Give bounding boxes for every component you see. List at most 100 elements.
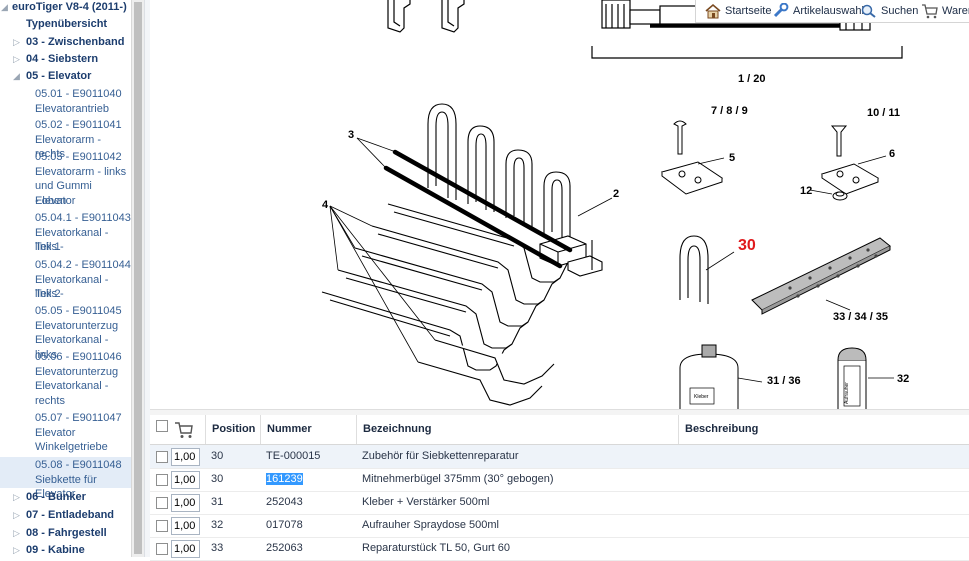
cart-button[interactable]: Warenk xyxy=(921,2,969,20)
tree-item-label: 04 - Siebstern xyxy=(26,53,99,65)
row-checkbox[interactable] xyxy=(156,474,168,486)
column-header-position[interactable]: Position xyxy=(205,415,263,444)
top-toolbar: Startseite Artikelauswahl Suchen Warenk xyxy=(695,0,969,23)
expanded-arrow-icon[interactable]: ◢ xyxy=(1,2,8,12)
tree-item-title: - oben xyxy=(35,194,67,207)
table-row[interactable]: 1,00 32 017078 Aufrauher Spraydose 500ml xyxy=(150,514,969,538)
home-button[interactable]: Startseite xyxy=(704,2,771,20)
bolt-and-plate-drawing xyxy=(660,120,724,195)
callout-4[interactable]: 4 xyxy=(322,199,329,211)
callout-31-36[interactable]: 31 / 36 xyxy=(767,375,801,387)
tree-item-title: Elevatorantrieb xyxy=(35,102,109,115)
collapsed-arrow-icon[interactable]: ▷ xyxy=(13,510,20,520)
cell-nummer: TE-000015 xyxy=(266,450,321,462)
glue-can-label: Kleber xyxy=(694,394,709,400)
column-header-beschreibung[interactable]: Beschreibung xyxy=(678,415,969,444)
table-row[interactable]: 1,00 30 TE-000015 Zubehör für Siebketten… xyxy=(150,445,969,469)
tree-item-label: 09 - Kabine xyxy=(26,544,85,556)
tree-item-05-04-2[interactable]: 05.04.2 - E9011044 Elevatorkanal - links… xyxy=(0,258,131,303)
quantity-input[interactable]: 1,00 xyxy=(171,471,200,489)
tree-item-05-04-1[interactable]: 05.04.1 - E9011043 Elevatorkanal - links… xyxy=(0,211,131,256)
table-row[interactable]: 1,00 30 161239 Mitnehmerbügel 375mm (30°… xyxy=(150,468,969,492)
collapsed-arrow-icon[interactable]: ▷ xyxy=(13,54,20,64)
quantity-input[interactable]: 1,00 xyxy=(171,448,200,466)
tree-root-label: euroTiger V8-4 (2011-) xyxy=(12,1,127,13)
tree-item-05-05[interactable]: 05.05 - E9011045 Elevatorunterzug Elevat… xyxy=(0,304,131,361)
tree-scrollbar-thumb[interactable] xyxy=(134,2,142,554)
article-selection-button[interactable]: Artikelauswahl xyxy=(772,2,864,20)
search-button[interactable]: Suchen xyxy=(860,2,918,20)
cell-nummer: 017078 xyxy=(266,519,303,531)
column-header-nummer[interactable]: Nummer xyxy=(260,415,356,444)
collapsed-arrow-icon[interactable]: ▷ xyxy=(13,545,20,555)
cell-nummer: 252063 xyxy=(266,542,303,554)
tree-item-code: 05.03 - E9011042 xyxy=(35,151,122,163)
callout-30-highlighted[interactable]: 30 xyxy=(738,237,756,254)
tree-item-code: 05.08 - E9011048 xyxy=(35,459,122,471)
row-checkbox[interactable] xyxy=(156,451,168,463)
callout-5[interactable]: 5 xyxy=(729,152,735,164)
callout-7-8-9[interactable]: 7 / 8 / 9 xyxy=(711,105,748,117)
parts-drawing: 1 / 20 xyxy=(321,0,909,410)
callout-6[interactable]: 6 xyxy=(889,148,895,160)
callout-1-20[interactable]: 1 / 20 xyxy=(738,73,766,85)
tree-scrollbar[interactable] xyxy=(131,0,144,557)
callout-10-11[interactable]: 10 / 11 xyxy=(867,107,900,119)
cell-beschreibung xyxy=(678,514,684,537)
callout-33-34-35[interactable]: 33 / 34 / 35 xyxy=(833,311,888,323)
tree-item-title: Siebkette für Elevator xyxy=(35,473,97,501)
tree-item-05-08[interactable]: 05.08 - E9011048 Siebkette für Elevator xyxy=(0,457,131,500)
quantity-input[interactable]: 1,00 xyxy=(171,540,200,558)
parts-table: Position Nummer Bezeichnung Beschreibung… xyxy=(150,415,969,561)
callout-32[interactable]: 32 xyxy=(897,373,909,385)
tree-item-code: 05.02 - E9011041 xyxy=(35,119,122,131)
expanded-arrow-icon[interactable]: ◢ xyxy=(13,71,20,81)
exploded-drawing-view[interactable]: 1 / 20 xyxy=(150,0,969,410)
tree-item-title: Elevatorkanal - xyxy=(35,380,109,393)
table-header: Position Nummer Bezeichnung Beschreibung xyxy=(150,415,969,445)
tree-item-code: 05.06 - E9011046 xyxy=(35,351,122,363)
cell-position: 30 xyxy=(211,473,224,485)
select-all-checkbox[interactable] xyxy=(156,420,168,432)
callout-2[interactable]: 2 xyxy=(613,188,619,200)
tree-item-05-07[interactable]: 05.07 - E9011047 Elevator Winkelgetriebe xyxy=(0,411,131,456)
table-row[interactable]: 1,00 31 252043 Kleber + Verstärker 500ml xyxy=(150,491,969,515)
tree-item-05-02[interactable]: 05.02 - E9011041 Elevatorarm - rechts xyxy=(0,118,131,160)
tree-item-05-01[interactable]: 05.01 - E9011040 Elevatorantrieb xyxy=(0,87,131,117)
cell-bezeichnung: Mitnehmerbügel 375mm (30° gebogen) xyxy=(362,473,554,485)
tree-item-05-06[interactable]: 05.06 - E9011046 Elevatorunterzug Elevat… xyxy=(0,350,131,410)
catalog-tree: ◢ euroTiger V8-4 (2011-) Typenübersicht … xyxy=(0,0,131,557)
collapsed-arrow-icon[interactable]: ▷ xyxy=(13,528,20,538)
cart-label: Warenk xyxy=(942,5,969,17)
tree-item-05-03[interactable]: 05.03 - E9011042 Elevatorarm - links und… xyxy=(0,150,131,210)
tree-item-code: 05.01 - E9011040 xyxy=(35,88,122,100)
collapsed-arrow-icon[interactable]: ▷ xyxy=(13,37,20,47)
cell-bezeichnung: Aufrauher Spraydose 500ml xyxy=(362,519,499,531)
tree-item-label: 03 - Zwischenband xyxy=(26,36,125,48)
tree-item-title: rechts xyxy=(35,394,65,407)
quantity-input[interactable]: 1,00 xyxy=(171,494,200,512)
column-header-bezeichnung[interactable]: Bezeichnung xyxy=(356,415,680,444)
elevator-chain-drawing xyxy=(321,103,603,406)
home-label: Startseite xyxy=(725,5,772,17)
clamp-drawing-top-left xyxy=(387,0,465,33)
quantity-input[interactable]: 1,00 xyxy=(171,517,200,535)
row-checkbox[interactable] xyxy=(156,543,168,555)
cell-nummer-selected[interactable]: 161239 xyxy=(266,473,303,485)
cell-beschreibung xyxy=(678,445,684,468)
tree-item-code: 05.05 - E9011045 xyxy=(35,305,122,317)
table-row[interactable]: 1,00 33 252063 Reparaturstück TL 50, Gur… xyxy=(150,537,969,561)
cell-position: 32 xyxy=(211,519,224,531)
cell-beschreibung xyxy=(678,491,684,514)
row-checkbox[interactable] xyxy=(156,497,168,509)
row-checkbox[interactable] xyxy=(156,520,168,532)
tree-item-code: 05.04.1 - E9011043 xyxy=(35,212,131,224)
collapsed-arrow-icon[interactable]: ▷ xyxy=(13,492,20,502)
callout-3[interactable]: 3 xyxy=(348,129,354,141)
callout-12[interactable]: 12 xyxy=(800,185,812,197)
tree-item-title: Elevatorkanal - links - xyxy=(35,226,109,254)
drawing-resize-grip-icon: ⋯ xyxy=(600,405,608,410)
tree-item-title: Elevatorkanal - links xyxy=(35,334,109,361)
tree-item-title: Elevatorarm - rechts xyxy=(35,133,102,161)
cell-position: 33 xyxy=(211,542,224,554)
